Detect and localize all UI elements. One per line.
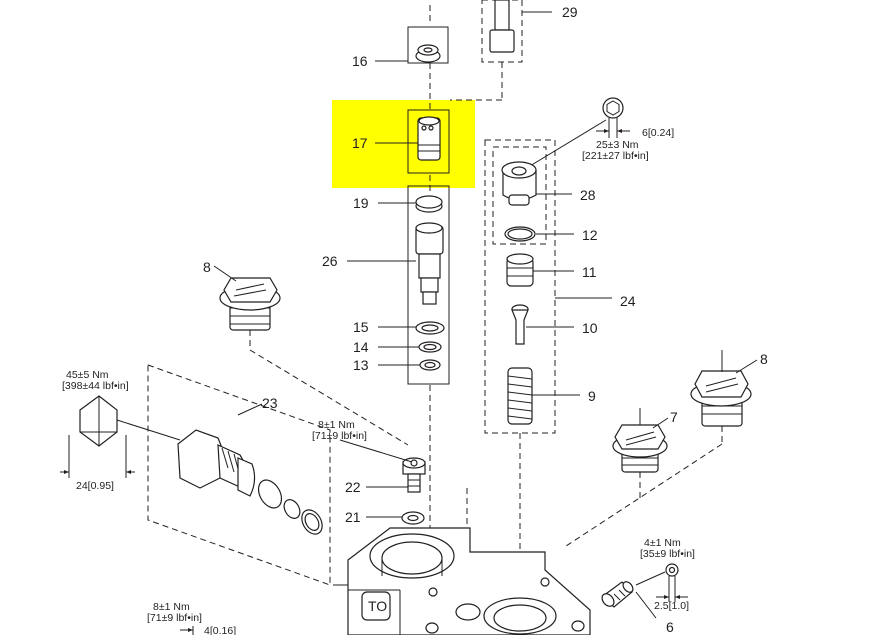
dimension-right: 2.5[1.0] <box>654 600 689 612</box>
hex-key-left <box>60 395 181 478</box>
part-14 <box>378 341 442 353</box>
part-23-frame <box>147 364 331 586</box>
highlight-part-17 <box>332 100 475 188</box>
part-28-frame <box>492 146 547 245</box>
dimension-left: 24[0.95] <box>76 480 114 492</box>
part-19 <box>378 195 443 213</box>
callout-8-right: 8 <box>760 351 768 367</box>
torque-left-lbf: [398±44 lbf•in] <box>62 380 129 392</box>
torque-top-lbf: [221±27 lbf•in] <box>582 150 649 162</box>
part-8-left <box>213 265 409 446</box>
part-12 <box>504 226 574 242</box>
dimension-bottom: 4[0.16] <box>204 625 236 635</box>
callout-23: 23 <box>262 395 278 411</box>
part-16 <box>375 26 449 64</box>
torque-bottom-lbf: [71±9 lbf•in] <box>147 612 202 624</box>
part-7 <box>612 408 669 498</box>
part-9 <box>507 367 580 425</box>
dimension-top: 6[0.24] <box>642 127 674 139</box>
torque-top-nm: 25±3 Nm <box>596 139 639 151</box>
callout-21: 21 <box>345 509 361 525</box>
callout-22: 22 <box>345 479 361 495</box>
part-13 <box>378 359 441 371</box>
part-11 <box>506 253 574 287</box>
callout-12: 12 <box>582 227 598 243</box>
callout-10: 10 <box>582 320 598 336</box>
callout-13: 13 <box>353 357 369 373</box>
port-label-to: TO <box>368 598 387 614</box>
part-10 <box>511 304 574 345</box>
part-6 <box>601 581 657 619</box>
part-26 <box>347 222 444 305</box>
callout-19: 19 <box>353 195 369 211</box>
part-21 <box>366 511 425 525</box>
part-22 <box>339 439 426 493</box>
part-28 <box>501 161 572 206</box>
seal-stack-frame <box>407 185 450 385</box>
callout-7: 7 <box>670 409 678 425</box>
torque-right-nm: 4±1 Nm <box>644 537 681 549</box>
part-17 <box>375 109 450 174</box>
callout-24: 24 <box>620 293 636 309</box>
torque-left-nm: 45±5 Nm <box>66 369 109 381</box>
leader-23 <box>237 403 263 416</box>
callout-8-left: 8 <box>203 259 211 275</box>
part-15 <box>378 321 445 335</box>
cartridge-24-frame <box>484 139 556 434</box>
callout-26: 26 <box>322 253 338 269</box>
callout-28: 28 <box>580 187 596 203</box>
hex-key-bottom <box>180 626 194 635</box>
part-23 <box>177 429 323 535</box>
torque-mid-lbf: [71±9 lbf•in] <box>312 430 367 442</box>
part-8-right <box>562 350 758 549</box>
part-29 <box>450 0 552 101</box>
callout-9: 9 <box>588 388 596 404</box>
hex-key-right <box>635 563 688 602</box>
callout-29: 29 <box>562 4 578 20</box>
torque-bottom-nm: 8±1 Nm <box>153 601 190 613</box>
torque-mid-nm: 8±1 Nm <box>318 419 355 431</box>
callout-11: 11 <box>582 264 597 280</box>
callout-14: 14 <box>353 339 369 355</box>
hex-key-top <box>519 97 630 173</box>
callout-17: 17 <box>352 135 368 151</box>
callout-16: 16 <box>352 53 368 69</box>
torque-right-lbf: [35±9 lbf•in] <box>640 548 695 560</box>
callout-15: 15 <box>353 319 369 335</box>
valve-body <box>333 488 591 636</box>
callout-6: 6 <box>666 619 674 635</box>
